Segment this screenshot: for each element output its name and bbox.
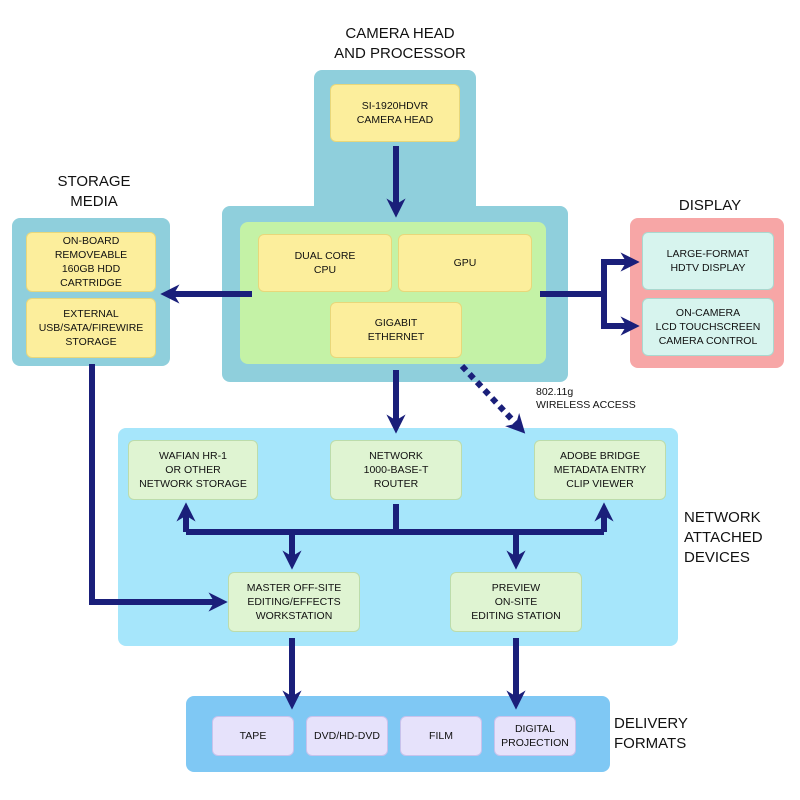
router-box: NETWORK 1000-BASE-T ROUTER [330, 440, 462, 500]
camera-section-title: CAMERA HEAD AND PROCESSOR [334, 25, 466, 62]
gigabit-ethernet-box: GIGABIT ETHERNET [330, 302, 462, 358]
cpu-box: DUAL CORE CPU [258, 234, 392, 292]
film-box: FILM [400, 716, 482, 756]
gpu-box: GPU [398, 234, 532, 292]
lcd-touchscreen-box: ON-CAMERA LCD TOUCHSCREEN CAMERA CONTROL [642, 298, 774, 356]
camera-head-box: SI-1920HDVR CAMERA HEAD [330, 84, 460, 142]
arrow-processor-to-display [540, 252, 640, 297]
tape-box: TAPE [212, 716, 294, 756]
storage-section-title: STORAGE MEDIA [57, 173, 131, 210]
wireless-access-label: 802.11g WIRELESS ACCESS [536, 386, 636, 411]
arrow-storage-to-master [89, 364, 228, 612]
adobe-bridge-box: ADOBE BRIDGE METADATA ENTRY CLIP VIEWER [534, 440, 666, 500]
external-storage-box: EXTERNAL USB/SATA/FIREWIRE STORAGE [26, 298, 156, 358]
router-bus [186, 504, 604, 535]
onboard-storage-box: ON-BOARD REMOVEABLE 160GB HDD CARTRIDGE [26, 232, 156, 292]
arrow-processor-to-lcd [601, 294, 640, 336]
hdtv-display-box: LARGE-FORMAT HDTV DISPLAY [642, 232, 774, 290]
master-workstation-box: MASTER OFF-SITE EDITING/EFFECTS WORKSTAT… [228, 572, 360, 632]
arrow-wireless-dashed [459, 363, 526, 434]
dvd-box: DVD/HD-DVD [306, 716, 388, 756]
delivery-section-title: DELIVERY FORMATS [614, 715, 688, 752]
network-section-title: NETWORK ATTACHED DEVICES [684, 509, 763, 566]
display-section-title: DISPLAY [678, 197, 742, 214]
digital-projection-box: DIGITAL PROJECTION [494, 716, 576, 756]
network-storage-box: WAFIAN HR-1 OR OTHER NETWORK STORAGE [128, 440, 258, 500]
preview-station-box: PREVIEW ON-SITE EDITING STATION [450, 572, 582, 632]
